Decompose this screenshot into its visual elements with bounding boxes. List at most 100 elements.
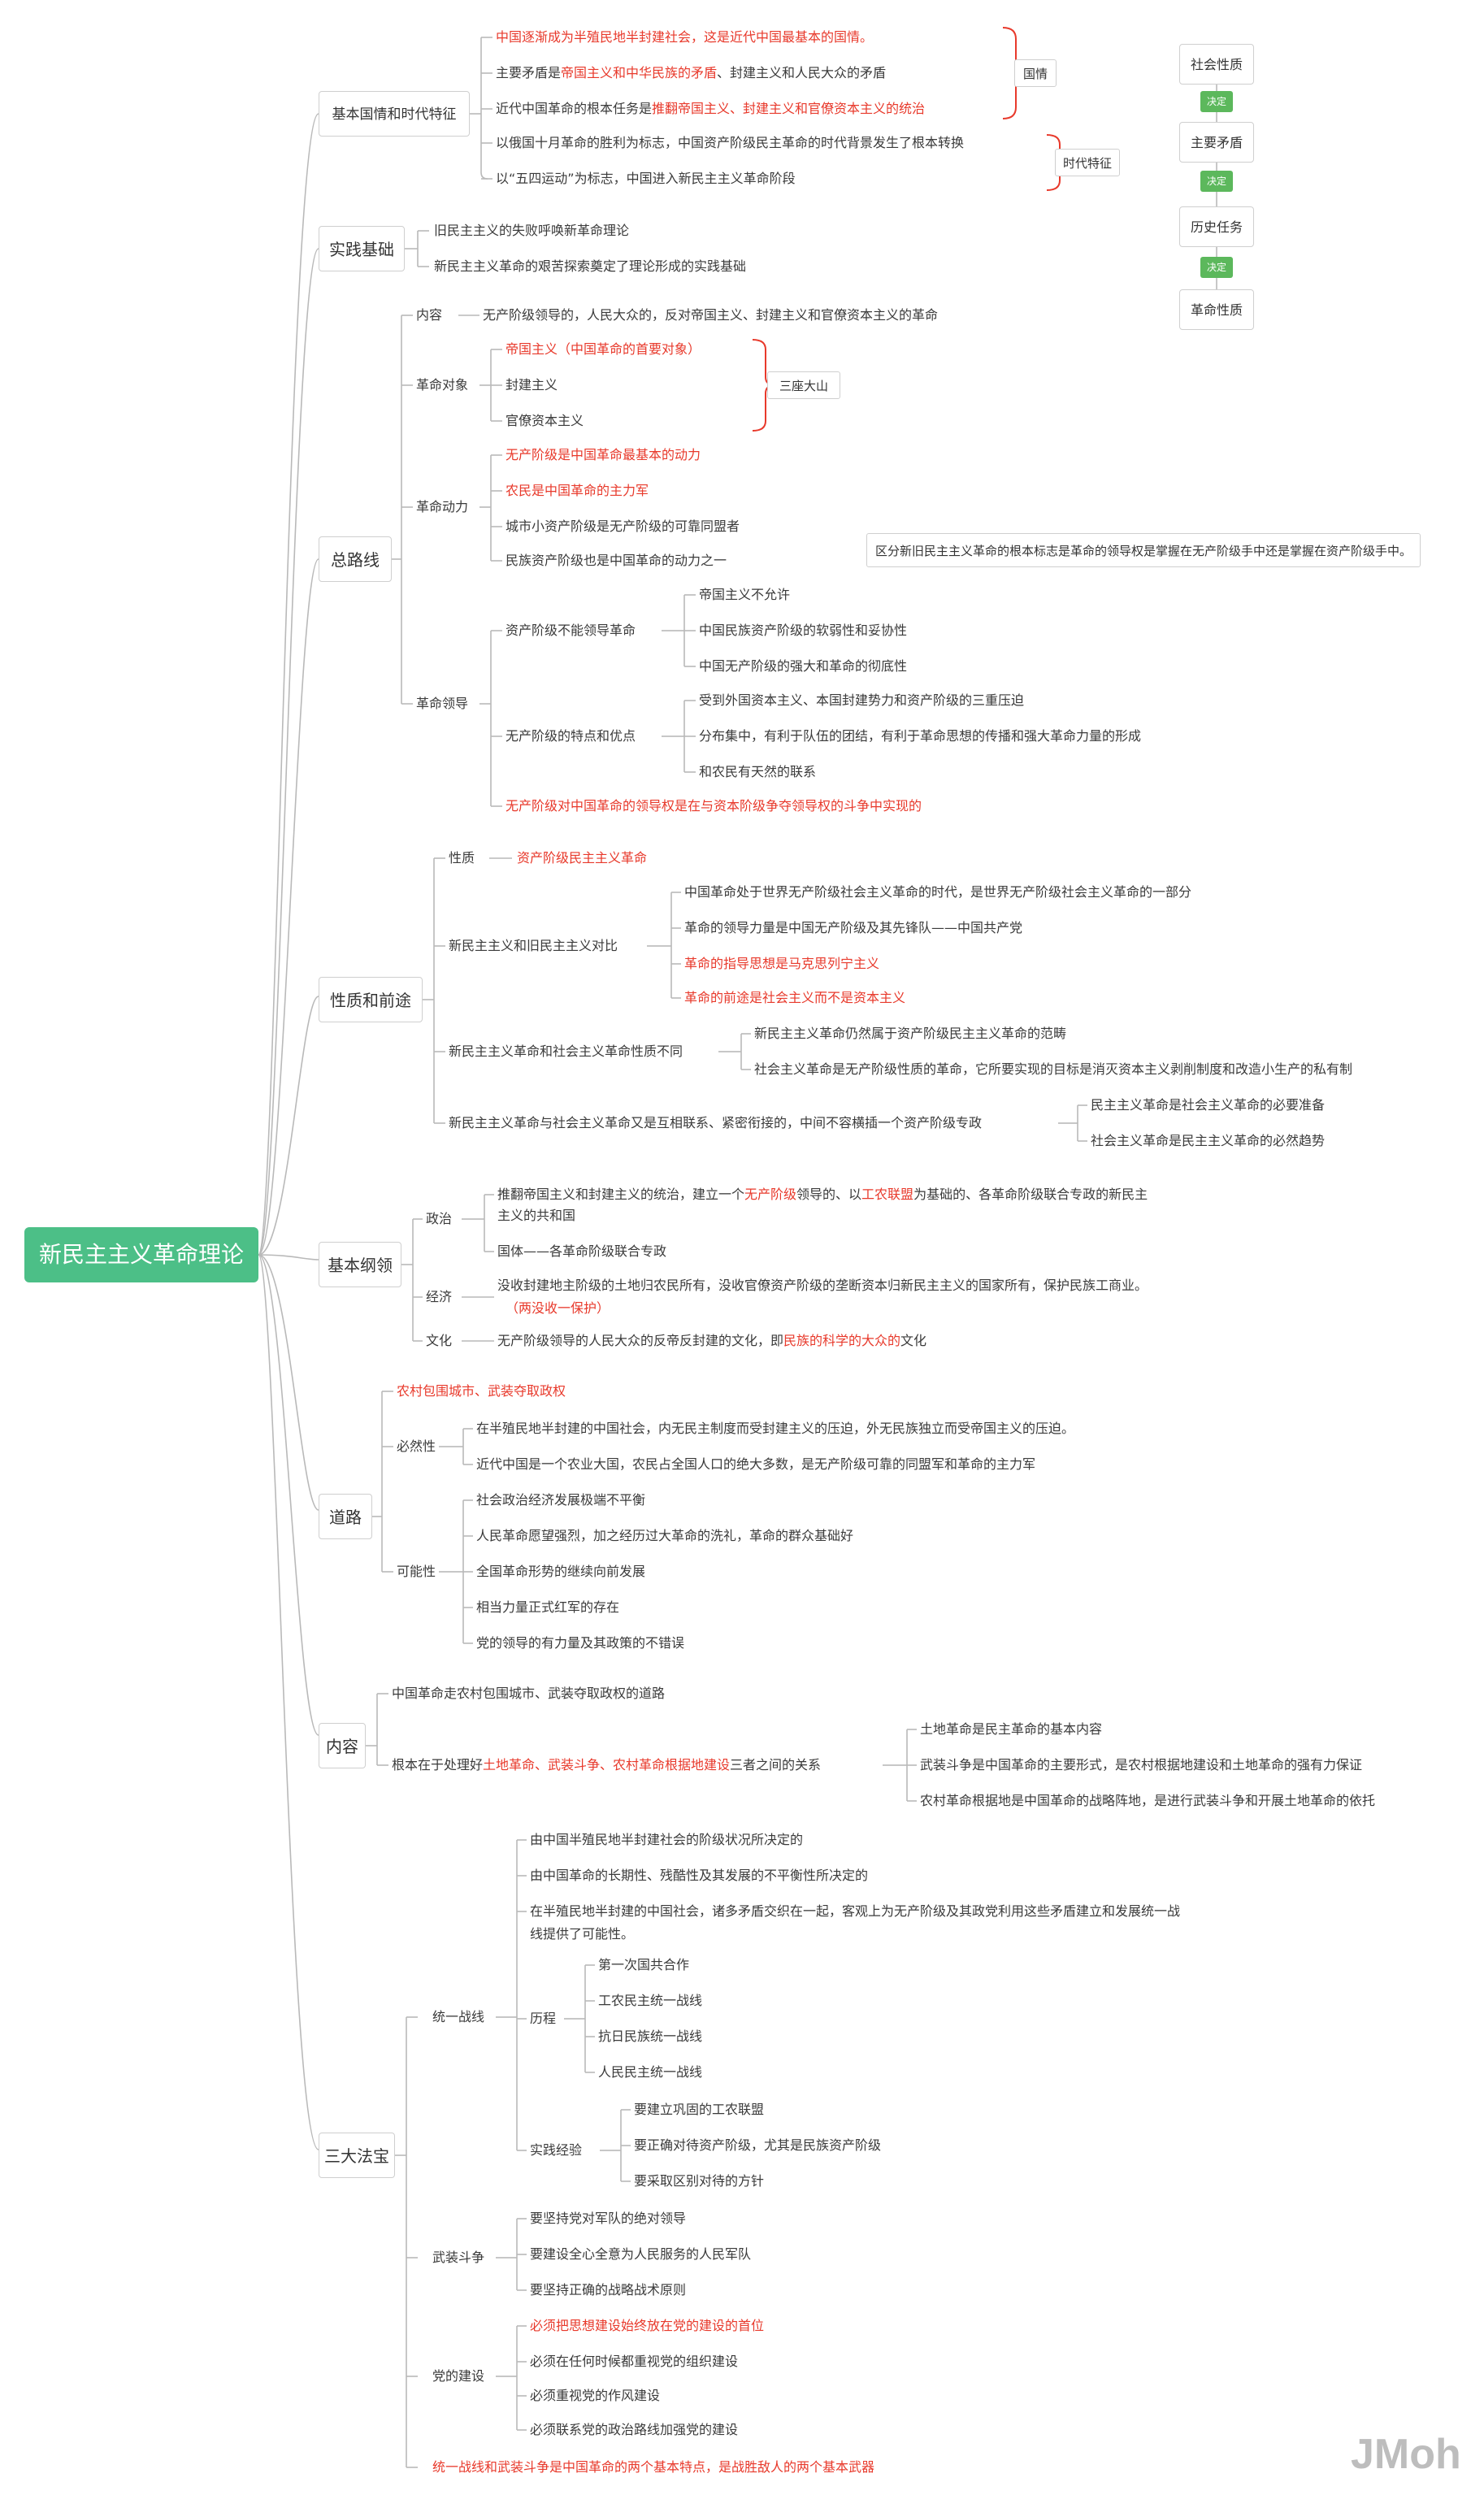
s4-link-1: 民主主义革命是社会主义革命的必要准备 [1091, 1097, 1326, 1113]
s4-compare-label: 新民主主义和旧民主主义对比 [449, 938, 618, 953]
s8-experience-3: 要采取区别对待的方针 [634, 2173, 765, 2189]
s3-lead-a-1: 帝国主义不允许 [699, 587, 791, 602]
s3-lead-b-label: 无产阶级的特点和优点 [506, 728, 636, 744]
s4-nature-text: 资产阶级民主主义革命 [517, 850, 648, 866]
s3-lead-b-3: 和农民有天然的联系 [699, 764, 817, 779]
s6-possibility-5: 党的领导的有力量及其政策的不错误 [476, 1635, 685, 1651]
tag-national-condition: 国情 [1014, 59, 1057, 87]
s8-armed-3: 要坚持正确的战略战术原则 [530, 2282, 687, 2298]
s5-politics-label: 政治 [426, 1211, 453, 1226]
s8-armed-1: 要坚持党对军队的绝对领导 [530, 2211, 687, 2226]
chain-link-decides: 决定 [1200, 91, 1233, 112]
s3-lead-a-2: 中国民族资产阶级的软弱性和妥协性 [699, 623, 908, 638]
s3-lead-label: 革命领导 [416, 696, 469, 711]
s5-culture-label: 文化 [426, 1333, 453, 1348]
chain-node-revolution-nature: 革命性质 [1179, 289, 1254, 330]
s6-possibility-label: 可能性 [397, 1564, 436, 1579]
section-road: 道路 [319, 1494, 372, 1539]
s1-item-1: 中国逐渐成为半殖民地半封建社会，这是近代中国最基本的国情。 [496, 29, 874, 45]
s3-lead-b-2: 分布集中，有利于队伍的团结，有利于革命思想的传播和强大革命力量的形成 [699, 728, 1142, 744]
s5-culture-1: 无产阶级领导的人民大众的反帝反封建的文化，即民族的科学的大众的文化 [497, 1333, 927, 1348]
section-general-line: 总路线 [319, 536, 392, 582]
s3-note: 区分新旧民主主义革命的根本标志是革命的领导权是掌握在无产阶级手中还是掌握在资产阶… [866, 533, 1421, 567]
s3-content-label: 内容 [416, 307, 443, 323]
s2-item-2: 新民主主义革命的艰苦探索奠定了理论形成的实践基础 [434, 258, 747, 274]
s6-top: 农村包围城市、武装夺取政权 [397, 1383, 566, 1399]
section-practice-basis: 实践基础 [319, 226, 405, 271]
s8-armed-2: 要建设全心全意为人民服务的人民军队 [530, 2246, 752, 2262]
s4-diff-1: 新民主主义革命仍然属于资产阶级民主主义革命的范畴 [754, 1026, 1067, 1041]
s3-power-label: 革命动力 [416, 499, 469, 514]
s8-experience-1: 要建立巩固的工农联盟 [634, 2102, 765, 2117]
s3-lead-a-label: 资产阶级不能领导革命 [506, 623, 636, 638]
s3-target-2: 封建主义 [506, 377, 558, 393]
chain-link-decides: 决定 [1200, 171, 1233, 192]
s7-sub-1: 土地革命是民主革命的基本内容 [920, 1721, 1103, 1737]
s4-diff-label: 新民主主义革命和社会主义革命性质不同 [449, 1044, 683, 1059]
chain-link-decides: 决定 [1200, 257, 1233, 278]
s2-item-1: 旧民主主义的失败呼唤新革命理论 [434, 223, 630, 238]
s8-history-1: 第一次国共合作 [598, 1957, 690, 1972]
s6-possibility-2: 人民革命愿望强烈，加之经历过大革命的洗礼，革命的群众基础好 [476, 1528, 854, 1543]
s3-power-1: 无产阶级是中国革命最基本的动力 [506, 447, 701, 462]
s6-possibility-4: 相当力量正式红军的存在 [476, 1599, 620, 1615]
s8-uf-2: 由中国革命的长期性、残酷性及其发展的不平衡性所决定的 [530, 1868, 869, 1883]
s1-item-3: 近代中国革命的根本任务是推翻帝国主义、封建主义和官僚资本主义的统治 [496, 101, 926, 116]
s8-history-2: 工农民主统一战线 [598, 1993, 703, 2008]
s8-united-front-label: 统一战线 [432, 2009, 485, 2024]
section-content: 内容 [319, 1723, 366, 1768]
s8-uf-4: 线提供了可能性。 [530, 1926, 635, 1942]
s5-economy-label: 经济 [426, 1289, 453, 1304]
s1-item-4: 以俄国十月革命的胜利为标志，中国资产阶级民主革命的时代背景发生了根本转换 [496, 135, 965, 150]
s6-necessity-1: 在半殖民地半封建的中国社会，内无民主制度而受封建主义的压迫，外无民族独立而受帝国… [476, 1421, 1075, 1436]
s6-possibility-1: 社会政治经济发展极端不平衡 [476, 1492, 646, 1508]
tag-three-mountains: 三座大山 [767, 371, 840, 399]
s4-compare-2: 革命的领导力量是中国无产阶级及其先锋队——中国共产党 [684, 920, 1023, 935]
s1-item-5: 以“五四运动”为标志，中国进入新民主主义革命阶段 [496, 171, 796, 186]
s8-history-3: 抗日民族统一战线 [598, 2029, 703, 2044]
s5-politics-1: 推翻帝国主义和封建主义的统治，建立一个无产阶级领导的、以工农联盟为基础的、各革命… [497, 1187, 1148, 1202]
s7-item-1: 中国革命走农村包围城市、武装夺取政权的道路 [392, 1686, 666, 1701]
s8-armed-label: 武装斗争 [432, 2250, 485, 2265]
s8-history-label: 历程 [530, 2011, 557, 2026]
s8-party-2: 必须在任何时候都重视党的组织建设 [530, 2354, 739, 2369]
section-nature-future: 性质和前途 [319, 977, 423, 1022]
s3-power-3: 城市小资产阶级是无产阶级的可靠同盟者 [506, 519, 740, 534]
s3-power-2: 农民是中国革命的主力军 [506, 483, 649, 498]
s3-lead-c: 无产阶级对中国革命的领导权是在与资本阶级争夺领导权的斗争中实现的 [506, 798, 922, 814]
s7-item-2: 根本在于处理好土地革命、武装斗争、农村革命根据地建设三者之间的关系 [392, 1757, 822, 1773]
s8-party-3: 必须重视党的作风建设 [530, 2388, 661, 2403]
s3-lead-b-1: 受到外国资本主义、本国封建势力和资产阶级的三重压迫 [699, 692, 1025, 708]
chain-node-historic-task: 历史任务 [1179, 206, 1254, 247]
s3-target-label: 革命对象 [416, 377, 469, 393]
s5-politics-2: 国体——各革命阶级联合专政 [497, 1243, 667, 1259]
s7-sub-3: 农村革命根据地是中国革命的战略阵地，是进行武装斗争和开展土地革命的依托 [920, 1793, 1376, 1808]
s4-compare-1: 中国革命处于世界无产阶级社会主义革命的时代，是世界无产阶级社会主义革命的一部分 [684, 884, 1192, 900]
s8-uf-3: 在半殖民地半封建的中国社会，诸多矛盾交织在一起，客观上为无产阶级及其政党利用这些… [530, 1903, 1181, 1919]
root-topic: 新民主主义革命理论 [24, 1227, 258, 1282]
s3-lead-a-3: 中国无产阶级的强大和革命的彻底性 [699, 658, 908, 674]
section-basic-conditions: 基本国情和时代特征 [319, 91, 470, 137]
s4-compare-4: 革命的前途是社会主义而不是资本主义 [684, 990, 906, 1005]
s8-final: 统一战线和武装斗争是中国革命的两个基本特点，是战胜敌人的两个基本武器 [432, 2459, 875, 2475]
s1-item-2: 主要矛盾是帝国主义和中华民族的矛盾、封建主义和人民大众的矛盾 [496, 65, 887, 80]
s5-economy-2: （两没收一保护） [506, 1300, 610, 1316]
s3-target-3: 官僚资本主义 [506, 413, 584, 428]
s6-necessity-label: 必然性 [397, 1438, 436, 1454]
s6-necessity-2: 近代中国是一个农业大国，农民占全国人口的绝大多数，是无产阶级可靠的同盟军和革命的… [476, 1456, 1036, 1472]
s7-sub-2: 武装斗争是中国革命的主要形式，是农村根据地建设和土地革命的强有力保证 [920, 1757, 1363, 1773]
s8-uf-1: 由中国半殖民地半封建社会的阶级状况所决定的 [530, 1832, 804, 1847]
s8-party-1: 必须把思想建设始终放在党的建设的首位 [530, 2318, 765, 2333]
s3-content-text: 无产阶级领导的，人民大众的，反对帝国主义、封建主义和官僚资本主义的革命 [483, 307, 939, 323]
s8-experience-2: 要正确对待资产阶级，尤其是民族资产阶级 [634, 2137, 882, 2153]
s8-experience-label: 实践经验 [530, 2142, 583, 2158]
chain-node-main-contradiction: 主要矛盾 [1179, 122, 1254, 163]
s6-possibility-3: 全国革命形势的继续向前发展 [476, 1564, 646, 1579]
s4-nature-label: 性质 [449, 850, 475, 866]
s3-target-1: 帝国主义（中国革命的首要对象） [506, 341, 701, 357]
section-basic-program: 基本纲领 [319, 1242, 401, 1287]
s4-link-label: 新民主主义革命与社会主义革命又是互相联系、紧密衔接的，中间不容横插一个资产阶级专… [449, 1115, 983, 1130]
section-three-magic-weapons: 三大法宝 [319, 2133, 395, 2178]
